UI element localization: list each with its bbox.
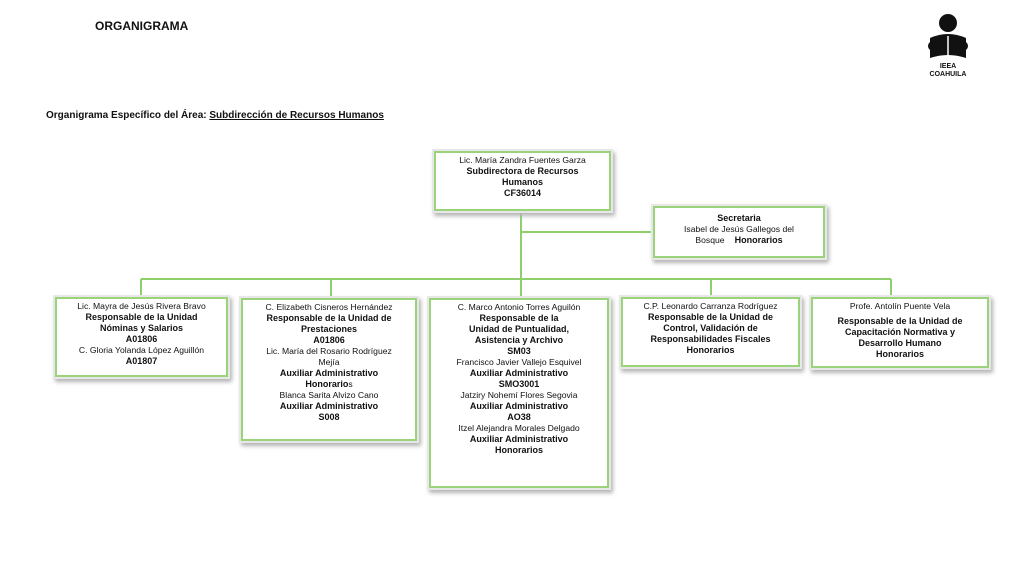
unit1-staff-code: A01807 [125, 356, 158, 366]
unit4-role-cont2: Responsabilidades Fiscales [650, 334, 771, 344]
unit-capacitacion-box: Profe. Antolín Puente Vela Responsable d… [811, 297, 989, 368]
logo-line1: IEEA [939, 63, 957, 70]
subtitle-prefix: Organigrama Específico del Área: [46, 110, 210, 121]
unit2-responsible-name: C. Elizabeth Cisneros Hernández [265, 302, 393, 312]
unit5-code: Honorarios [875, 349, 924, 359]
person-reading-book-icon [928, 14, 968, 58]
head-name: Lic. María Zandra Fuentes Garza [459, 155, 586, 165]
secretary-box: Secretaria Isabel de Jesús Gallegos del … [653, 206, 825, 258]
unit5-responsible-name: Profe. Antolín Puente Vela [849, 301, 951, 311]
page-title: ORGANIGRAMA [95, 19, 189, 33]
unit1-role-cont: Nóminas y Salarios [99, 323, 184, 333]
unit3-staff3-role: Auxiliar Administrativo [469, 434, 569, 444]
unit1-code: A01806 [125, 334, 158, 344]
unit3-code: SM03 [507, 346, 531, 356]
unit2-staff1-code-suffix: s [348, 379, 353, 389]
unit5-role-cont1: Capacitación Normativa y [844, 327, 956, 337]
unit3-role-cont1: Unidad de Puntualidad, [468, 324, 569, 334]
unit3-role: Responsable de la [479, 313, 559, 323]
secretary-name: Isabel de Jesús Gallegos del [684, 224, 794, 234]
unit3-staff2-code: AO38 [507, 412, 531, 422]
unit5-role: Responsable de la Unidad de [837, 316, 963, 326]
unit1-responsible-name: Lic. Mayra de Jesús Rivera Bravo [77, 301, 206, 311]
unit2-staff1-code: Honorario [305, 379, 349, 389]
unit2-staff2-role: Auxiliar Administrativo [279, 401, 379, 411]
unit4-role: Responsable de la Unidad de [647, 312, 774, 322]
logo-line2: COAHUILA [929, 71, 967, 78]
unit4-responsible-name: C.P. Leonardo Carranza Rodríguez [643, 301, 778, 311]
unit5-role-cont2: Desarrollo Humano [858, 338, 942, 348]
unit2-staff1-name-cont: Mejía [318, 357, 340, 367]
secretary-name-cont: Bosque [695, 235, 725, 245]
unit-nominas-box: Lic. Mayra de Jesús Rivera Bravo Respons… [55, 297, 228, 377]
org-subtitle: Organigrama Específico del Área: Subdire… [46, 110, 384, 121]
unit-prestaciones-box: C. Elizabeth Cisneros Hernández Responsa… [241, 298, 417, 441]
unit3-staff2-name: Jatziry Nohemí Flores Segovia [460, 390, 578, 400]
unit2-staff2-code: S008 [318, 412, 340, 422]
unit3-responsible-name: C. Marco Antonio Torres Aguilón [457, 302, 581, 312]
unit3-staff2-role: Auxiliar Administrativo [469, 401, 569, 411]
unit2-staff2-name: Blanca Sarita Alvizo Cano [279, 390, 379, 400]
head-role: Subdirectora de Recursos [466, 166, 579, 176]
unit1-role: Responsable de la Unidad [85, 312, 198, 322]
unit2-staff1-name: Lic. María del Rosario Rodríguez [266, 346, 392, 356]
unit3-role-cont2: Asistencia y Archivo [474, 335, 564, 345]
unit2-staff1-role: Auxiliar Administrativo [279, 368, 379, 378]
unit3-staff1-name: Francisco Javier Vallejo Esquivel [456, 357, 582, 367]
unit4-role-cont1: Control, Validación de [663, 323, 758, 333]
unit2-role-cont: Prestaciones [300, 324, 358, 334]
unit3-staff1-code: SMO3001 [498, 379, 540, 389]
unit4-code: Honorarios [686, 345, 735, 355]
unit2-code: A01806 [313, 335, 345, 345]
ieea-coahuila-logo: IEEA COAHUILA [922, 12, 974, 82]
secretary-code: Honorarios [734, 235, 783, 245]
unit3-staff3-code: Honorarios [494, 445, 543, 455]
subtitle-area: Subdirección de Recursos Humanos [209, 110, 384, 121]
unit-control-box: C.P. Leonardo Carranza Rodríguez Respons… [621, 297, 800, 367]
unit3-staff3-name: Itzel Alejandra Morales Delgado [458, 423, 580, 433]
head-code: CF36014 [503, 188, 542, 198]
unit2-role: Responsable de la Unidad de [266, 313, 392, 323]
unit3-staff1-role: Auxiliar Administrativo [469, 368, 569, 378]
secretary-role: Secretaria [717, 213, 761, 223]
unit1-staff-name: C. Gloria Yolanda López Aguillón [78, 345, 205, 355]
org-head-box: Lic. María Zandra Fuentes Garza Subdirec… [434, 151, 611, 211]
unit-puntualidad-box: C. Marco Antonio Torres Aguilón Responsa… [429, 298, 609, 488]
head-role-cont: Humanos [501, 177, 543, 187]
